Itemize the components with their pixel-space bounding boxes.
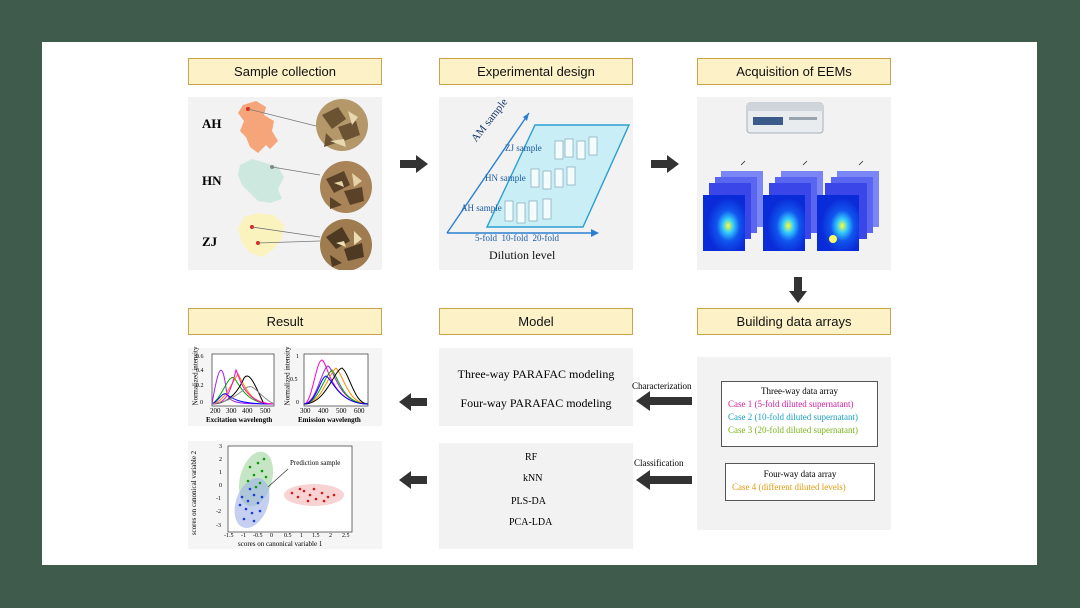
exc-ytick-06: 0.6 [196,354,204,360]
exc-xtick-200: 200 [210,407,221,415]
acquisition-panel [697,97,891,270]
scatter-xtick-m15: -1.5 [224,533,234,539]
scatter-ytick-m3: -3 [216,523,221,529]
scatter-plot-panel: Prediction sample 3 2 1 0 -1 -2 -3 score… [188,441,382,549]
loadings-plots-svg [211,353,369,407]
em-xtick-500: 500 [336,407,347,415]
eem-stack-1 [703,171,763,251]
header-model: Model [439,308,633,335]
case2-label: Case 2 (10-fold diluted supernatant) [728,412,858,422]
three-way-array-title: Three-way data array [761,386,838,396]
four-way-parafac-label: Four-way PARAFAC modeling [460,396,612,410]
scatter-ytick-3: 3 [219,444,222,450]
hn-herb-photo [320,161,372,213]
scatter-ytick-0: 0 [219,483,222,489]
knn-label: kNN [523,473,543,484]
exc-ytick-0: 0 [200,400,203,406]
header-experimental-design: Experimental design [439,58,633,85]
eem-acquisition-svg [703,102,879,251]
arrow-acquisition-to-building [789,277,807,303]
am-sample-axis [446,112,530,234]
four-way-array-box: Four-way data array Case 4 (different di… [725,463,875,501]
header-sample-collection: Sample collection [188,58,382,85]
arrow-design-to-acquisition [651,155,679,173]
header-building-data-arrays: Building data arrays [697,308,891,335]
exc-xlabel: Excitation wavelength [206,416,273,424]
em-xtick-400: 400 [318,407,329,415]
em-ytick-0: 0 [296,400,299,406]
em-ylabel: Normalized intensity [283,346,292,406]
scatter-xtick-25: 2.5 [342,533,350,539]
em-ytick-05: 0.5 [290,377,298,383]
scatter-ylabel: scores on canonical variable 2 [190,450,199,536]
label-hn: HN [202,173,222,188]
plsda-label: PLS-DA [511,496,547,507]
sample-maps-svg [238,99,372,270]
scatter-xtick-15: 1.5 [312,533,320,539]
scatter-xtick-1: 1 [300,533,303,539]
em-ytick-1: 1 [296,354,299,360]
scatter-ytick-m2: -2 [216,509,221,515]
arrow-characterization [636,391,692,411]
header-acquisition: Acquisition of EEMs [697,58,891,85]
exc-xtick-300: 300 [226,407,237,415]
characterization-label: Characterization [632,381,692,391]
exc-ylabel: Normalized intensity [191,346,200,406]
fold-labels: 5-fold 10-fold 20-fold [475,233,559,243]
experimental-design-panel: AM sample ZJ sample HN sample AH sample … [439,96,633,270]
em-xtick-300: 300 [300,407,311,415]
exc-ytick-04: 0.4 [196,368,204,374]
spectrometer-image [746,102,824,134]
eem-stack-2 [763,171,823,251]
zj-province-map [238,213,284,257]
ah-sample-label: AH sample [461,203,502,213]
loadings-plots-panel: 0.6 0.4 0.2 0 Normalized intensity 200 3… [188,346,382,426]
dilution-level-label: Dilution level [489,248,556,262]
hn-province-map [238,159,284,203]
four-way-array-title: Four-way data array [763,469,837,479]
pcalda-label: PCA-LDA [509,517,553,528]
eem-stack-3 [817,171,879,251]
exc-xtick-400: 400 [242,407,253,415]
exc-xtick-500: 500 [260,407,271,415]
em-xtick-600: 600 [354,407,365,415]
three-way-parafac-label: Three-way PARAFAC modeling [457,367,615,381]
case3-label: Case 3 (20-fold diluted supernatant) [728,425,858,435]
scatter-xtick-2: 2 [329,533,332,539]
prediction-sample-annotation: Prediction sample [290,459,341,467]
zj-sample-label: ZJ sample [505,143,542,153]
ah-herb-photo [316,99,368,151]
hn-sample-label: HN sample [485,173,526,183]
arrow-model-to-result-top [399,393,427,411]
exc-ytick-02: 0.2 [196,383,204,389]
data-arrays-panel: Three-way data array Case 1 (5-fold dilu… [697,357,891,530]
scatter-xtick-m05: -0.5 [253,533,263,539]
three-way-array-box: Three-way data array Case 1 (5-fold dilu… [721,381,878,447]
scatter-xtick-05: 0.5 [284,533,292,539]
parafac-model-panel: Three-way PARAFAC modeling Four-way PARA… [439,348,633,426]
header-result: Result [188,308,382,335]
scatter-xlabel: scores on canonical variable 1 [238,540,323,548]
label-zj: ZJ [202,234,218,249]
arrow-classification [636,470,692,490]
scatter-ytick-2: 2 [219,457,222,463]
scatter-plot-svg [227,445,353,533]
scatter-xtick-m1: -1 [241,533,246,539]
design-diagram-svg [446,112,631,237]
classification-label: Classification [634,458,684,468]
ah-province-map [238,101,278,153]
sample-collection-panel: AH HN ZJ [188,97,382,270]
rf-label: RF [525,452,538,463]
scatter-ytick-1: 1 [219,470,222,476]
scatter-xtick-0: 0 [270,533,273,539]
zj-herb-photo [320,219,372,270]
case1-label: Case 1 (5-fold diluted supernatant) [728,399,854,409]
label-ah: AH [202,116,222,131]
scatter-ytick-m1: -1 [216,496,221,502]
em-xlabel: Emission wavelength [298,416,361,424]
case4-label: Case 4 (different diluted levels) [732,482,846,492]
arrow-model-to-result-bottom [399,471,427,489]
classification-model-panel: RF kNN PLS-DA PCA-LDA [439,443,633,549]
arrow-sample-to-design [400,155,428,173]
